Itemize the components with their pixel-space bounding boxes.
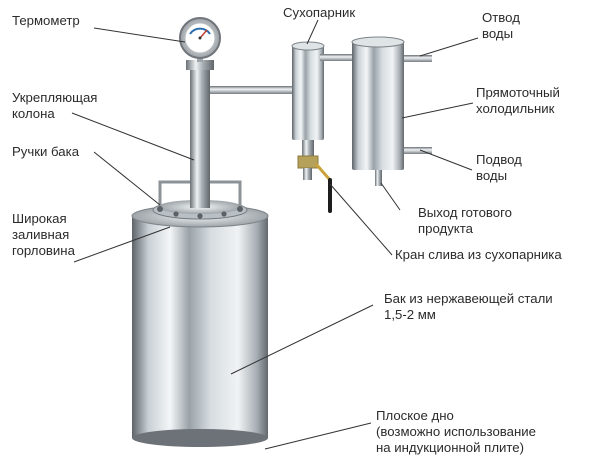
- label-tank-handles: Ручки бака: [12, 144, 80, 159]
- label-tank: Бак из нержавеющей стали 1,5-2 мм: [384, 291, 553, 322]
- label-thermometer: Термометр: [12, 13, 80, 28]
- label-water-inlet: Подвод воды: [476, 152, 522, 183]
- steam-chamber: [291, 41, 325, 180]
- label-drain-valve: Кран слива из сухопарника: [395, 247, 562, 262]
- label-wide-neck: Широкая заливная горловина: [12, 211, 75, 258]
- drain-valve: [314, 163, 332, 213]
- label-product-outlet: Выход готового продукта: [418, 205, 512, 236]
- connecting-pipe: [210, 86, 298, 94]
- label-reinforcing-column: Укрепляющая колона: [12, 90, 98, 121]
- tank-handles: [158, 180, 242, 206]
- condenser: [351, 36, 432, 186]
- label-steam-chamber: Сухопарник: [283, 5, 356, 20]
- leader-lines: [71, 19, 479, 450]
- tank: [131, 204, 269, 447]
- label-water-outlet: Отвод воды: [482, 10, 520, 41]
- thermometer: [179, 17, 221, 62]
- label-direct-condenser: Прямоточный холодильник: [476, 85, 560, 116]
- condenser-pipe: [320, 54, 358, 61]
- label-flat-bottom: Плоское дно (возможно использование на и…: [376, 408, 536, 455]
- reinforcing-column: [186, 60, 214, 208]
